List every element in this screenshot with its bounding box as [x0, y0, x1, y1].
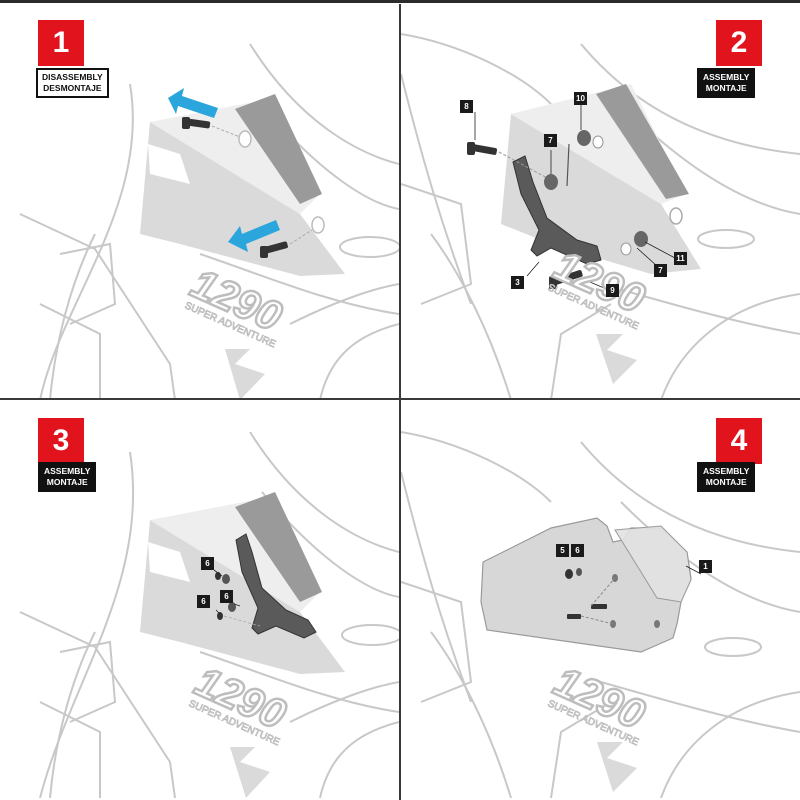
bracket — [512, 155, 602, 265]
bolt-lower — [260, 241, 288, 258]
step-label-line1: ASSEMBLY — [703, 72, 750, 82]
step-label-line1: ASSEMBLY — [703, 466, 750, 476]
step-type-label: ASSEMBLY MONTAJE — [697, 68, 756, 98]
step-number-badge: 2 — [716, 20, 762, 66]
part-callout: 7 — [544, 134, 557, 147]
step-label-line2: MONTAJE — [705, 477, 747, 487]
step-2-panel: 1290 SUPER ADVENTURE 2 ASSEMBLY MONTAJE … — [401, 4, 800, 400]
part-callout: 7 — [654, 264, 667, 277]
model-decal: 1290 SUPER ADVENTURE — [187, 656, 295, 749]
bracket — [235, 533, 317, 639]
part-callout: 6 — [220, 590, 233, 603]
bolt-upper — [182, 117, 211, 129]
panel-divider-vertical — [399, 4, 401, 800]
step-4-panel: 1290 SUPER ADVENTURE 4 ASSEMBLY MONTAJE … — [401, 402, 800, 798]
model-decal: 1290 SUPER ADVENTURE — [183, 258, 291, 351]
panel-divider-horizontal — [0, 398, 800, 400]
step-label-line1: DISASSEMBLY — [42, 72, 103, 82]
step-type-label: DISASSEMBLY DESMONTAJE — [36, 68, 109, 98]
part-callout: 6 — [201, 557, 214, 570]
part-callout: 9 — [606, 284, 619, 297]
arrow-icon — [228, 220, 280, 252]
arrow-icon — [168, 88, 218, 118]
part-callout: 5 — [556, 544, 569, 557]
bolt-8 — [467, 142, 498, 155]
part-callout: 10 — [574, 92, 587, 105]
step-number-badge: 4 — [716, 418, 762, 464]
step-3-panel: 1290 SUPER ADVENTURE 3 ASSEMBLY MONTAJE … — [0, 402, 399, 798]
step-type-label: ASSEMBLY MONTAJE — [38, 462, 97, 492]
washer-upper — [238, 130, 252, 148]
step-3-illustration: 1290 SUPER ADVENTURE — [19, 431, 399, 798]
step-label-line1: ASSEMBLY — [44, 466, 91, 476]
part-callout: 8 — [460, 100, 473, 113]
part-callout: 3 — [511, 276, 524, 289]
spacer — [544, 174, 558, 190]
step-1-illustration: 1290 SUPER ADVENTURE — [19, 43, 399, 400]
part-callout: 1 — [699, 560, 712, 573]
part-callout: 11 — [674, 252, 687, 265]
part-callout: 6 — [197, 595, 210, 608]
step-1-panel: 1290 SUPER ADVENTURE 1 DISASSEMBLY DESMO… — [0, 4, 399, 400]
step-2-illustration: 1290 SUPER ADVENTURE — [401, 33, 800, 400]
step-label-line2: MONTAJE — [46, 477, 88, 487]
page-top-rule — [0, 0, 800, 3]
step-4-illustration: 1290 SUPER ADVENTURE — [401, 431, 800, 798]
step-type-label: ASSEMBLY MONTAJE — [697, 462, 756, 492]
bolt-9 — [549, 270, 583, 289]
side-panel-shape — [140, 122, 345, 276]
step-number-badge: 3 — [38, 418, 84, 464]
step-label-line2: DESMONTAJE — [43, 83, 102, 93]
step-label-line2: MONTAJE — [705, 83, 747, 93]
step-number-badge: 1 — [38, 20, 84, 66]
part-callout: 6 — [571, 544, 584, 557]
